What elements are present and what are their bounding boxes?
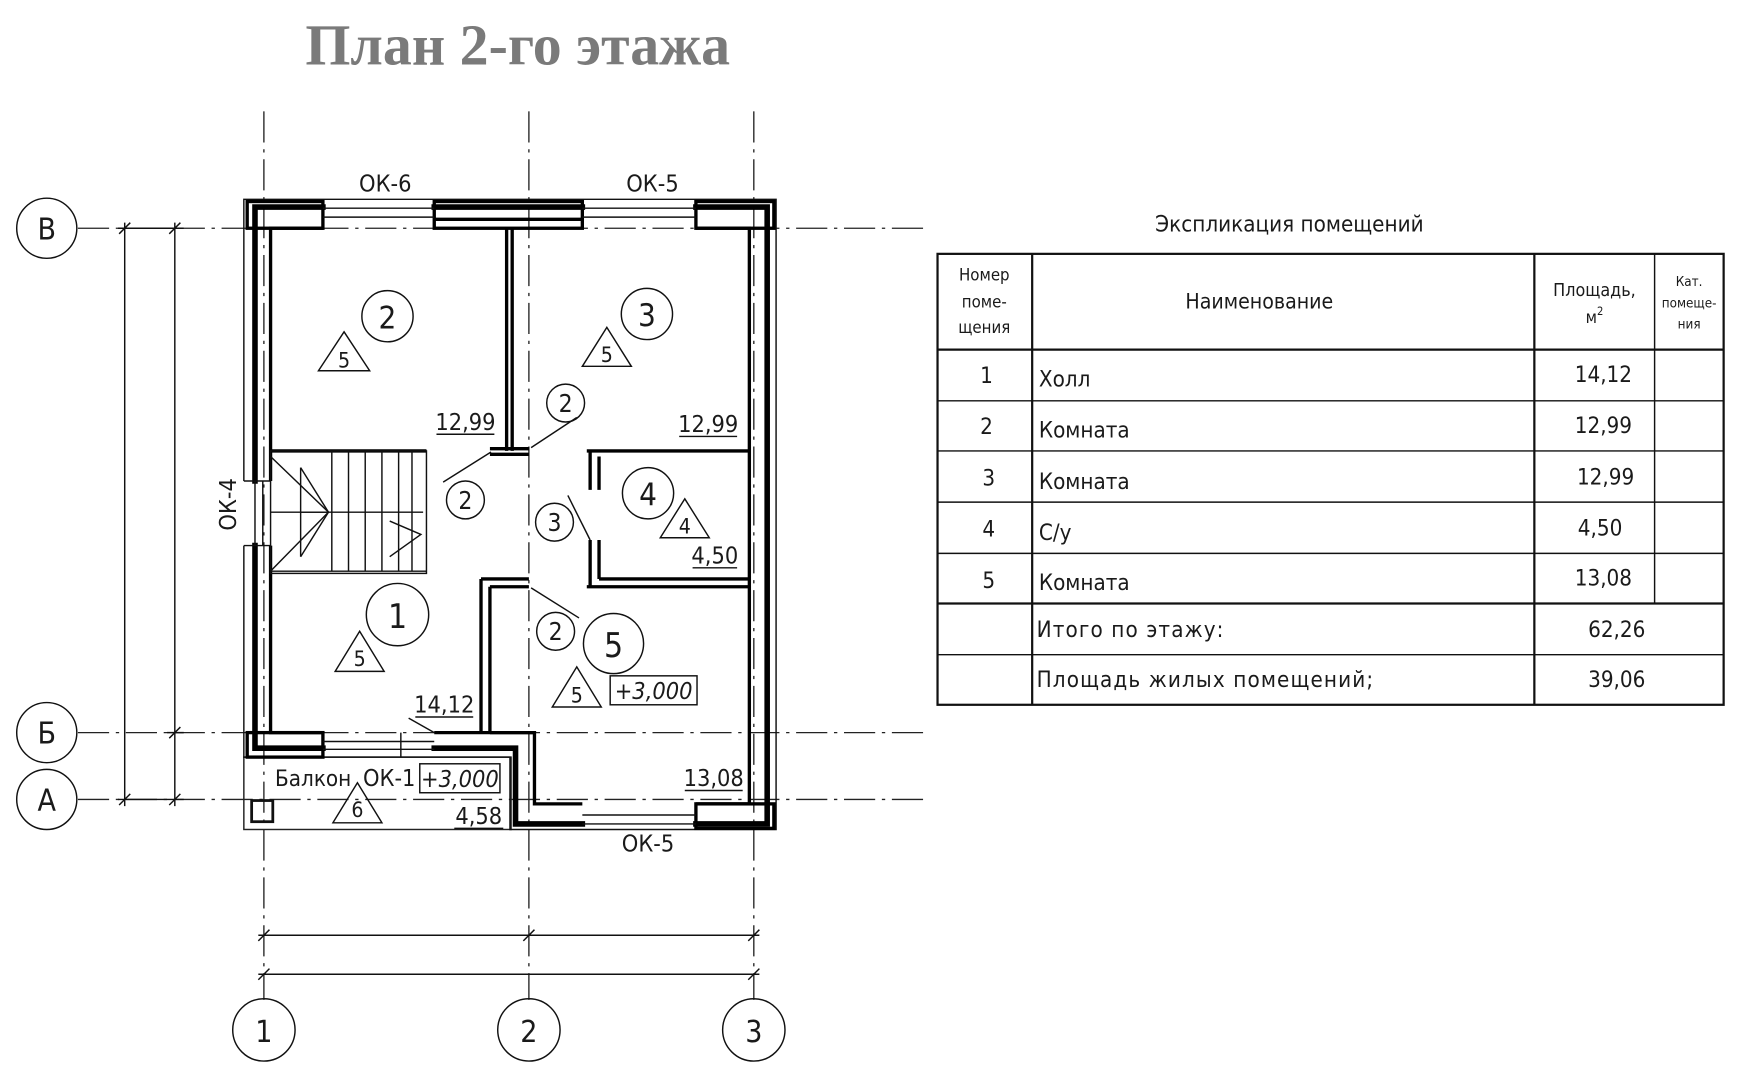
table-title: Экспликация помещений bbox=[1155, 212, 1423, 238]
room-category: 5 bbox=[354, 646, 366, 671]
row-number: 5 bbox=[982, 568, 995, 594]
balcony-area: 4,58 bbox=[455, 802, 502, 830]
total-floor-value: 62,26 bbox=[1588, 617, 1645, 643]
room-number: 5 bbox=[604, 626, 623, 665]
staircase bbox=[269, 450, 428, 575]
row-area: 14,12 bbox=[1575, 362, 1632, 388]
header-category: Кат. bbox=[1676, 275, 1703, 290]
drawing-title: План 2-го этажа bbox=[305, 13, 730, 78]
row-number: 4 bbox=[982, 517, 995, 543]
balcony-label: Балкон bbox=[275, 766, 351, 792]
room-area: 14,12 bbox=[414, 691, 474, 719]
axis-marker-v bbox=[15, 197, 78, 260]
row-name: Комната bbox=[1039, 570, 1130, 596]
row-name: Холл bbox=[1039, 366, 1091, 392]
axis-marker-a bbox=[15, 768, 78, 831]
axis-label-a: А bbox=[38, 784, 57, 819]
room-area: 12,99 bbox=[678, 410, 738, 438]
row-area: 12,99 bbox=[1575, 413, 1632, 439]
door-marker: 2 bbox=[559, 389, 573, 418]
door-marker: 2 bbox=[549, 617, 563, 646]
balcony-elevation: +3,000 bbox=[421, 765, 499, 793]
grid-axes: В Б А 1 2 3 bbox=[15, 111, 925, 1062]
dimension-lines bbox=[118, 222, 760, 981]
room-category: 5 bbox=[338, 347, 350, 372]
room-number: 3 bbox=[638, 298, 656, 334]
total-living-label: Площадь жилых помещений; bbox=[1037, 667, 1375, 693]
axis-label-b: Б bbox=[37, 717, 56, 752]
room-area: 12,99 bbox=[435, 408, 495, 436]
explication-table: Экспликация помещений Номер поме- щения … bbox=[936, 212, 1725, 706]
window-label-ok5-top: ОК-5 bbox=[626, 170, 678, 198]
row-area: 4,50 bbox=[1578, 516, 1623, 542]
total-living-value: 39,06 bbox=[1588, 667, 1645, 693]
axis-label-v: В bbox=[37, 212, 56, 247]
header-category: помеще- bbox=[1662, 296, 1717, 311]
header-category: ния bbox=[1678, 317, 1701, 332]
room-markers: 2 5 12,99 3 5 12,99 4 4 4,50 1 5 14,12 5… bbox=[275, 287, 744, 830]
axis-marker-3 bbox=[721, 997, 786, 1062]
window-frames bbox=[243, 207, 696, 825]
room-number: 2 bbox=[379, 300, 397, 336]
window-label-ok4: ОК-4 bbox=[214, 478, 242, 530]
room-elevation: +3,000 bbox=[615, 677, 693, 705]
room-category: 4 bbox=[679, 513, 691, 538]
room-area: 4,50 bbox=[691, 541, 738, 569]
axis-marker-1 bbox=[231, 997, 296, 1062]
room-category: 5 bbox=[571, 683, 583, 708]
row-number: 1 bbox=[980, 363, 993, 389]
row-number: 3 bbox=[982, 465, 995, 491]
axis-marker-2 bbox=[496, 997, 561, 1062]
axis-label-2: 2 bbox=[520, 1015, 537, 1050]
room-number: 1 bbox=[388, 597, 407, 636]
total-floor-label: Итого по этажу: bbox=[1037, 617, 1225, 643]
header-area: Площадь, bbox=[1553, 280, 1636, 301]
row-name: Комната bbox=[1039, 418, 1130, 444]
row-name: Комната bbox=[1039, 469, 1130, 495]
building-walls bbox=[243, 198, 777, 831]
window-label-ok6: ОК-6 bbox=[359, 170, 411, 198]
room-number: 4 bbox=[639, 477, 657, 513]
row-area: 13,08 bbox=[1575, 566, 1632, 592]
table-rows: 1 Холл 14,12 2 Комната 12,99 3 Комната 1… bbox=[980, 362, 1645, 693]
door-swings bbox=[408, 416, 591, 734]
room-category: 5 bbox=[601, 342, 613, 367]
header-area-unit: м2 bbox=[1586, 305, 1604, 327]
header-number: Номер bbox=[959, 265, 1010, 285]
drain-icon bbox=[250, 799, 275, 824]
window-label-ok1: ОК-1 bbox=[363, 764, 415, 792]
door-marker: 3 bbox=[547, 508, 561, 537]
header-number: поме- bbox=[962, 291, 1007, 311]
room-area: 13,08 bbox=[684, 764, 744, 792]
header-name: Наименование bbox=[1185, 288, 1333, 313]
axis-label-3: 3 bbox=[745, 1015, 762, 1050]
axis-label-1: 1 bbox=[255, 1015, 272, 1050]
row-number: 2 bbox=[980, 414, 993, 440]
axis-marker-b bbox=[15, 701, 78, 764]
header-number: щения bbox=[958, 317, 1010, 337]
window-label-ok5-bottom: ОК-5 bbox=[622, 830, 674, 858]
row-area: 12,99 bbox=[1577, 464, 1634, 490]
row-name: С/у bbox=[1039, 520, 1072, 546]
door-marker: 2 bbox=[458, 486, 472, 515]
balcony-category: 6 bbox=[351, 797, 363, 822]
